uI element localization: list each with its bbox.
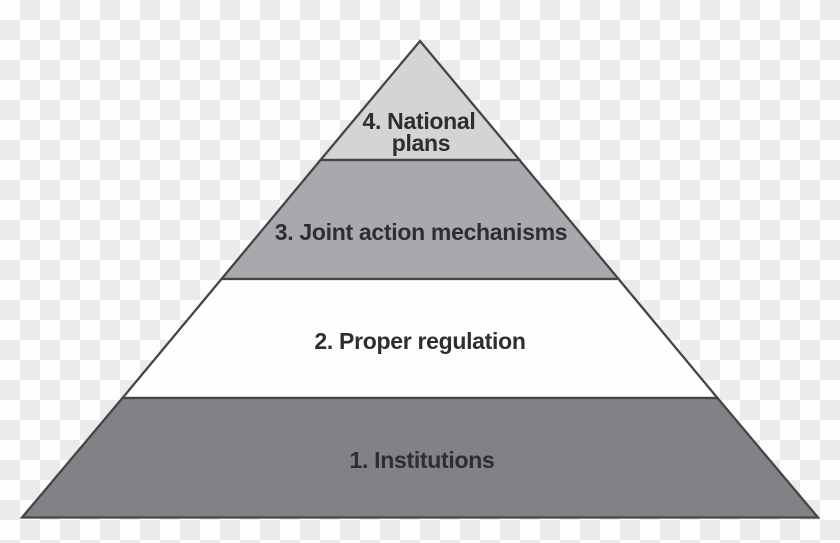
level-1-label: 1. Institutions bbox=[349, 447, 494, 473]
level-2-label: 2. Proper regulation bbox=[314, 328, 525, 354]
pyramid-level-1-institutions bbox=[19, 396, 821, 519]
level-4-label-line-1: 4. National bbox=[362, 108, 475, 134]
level-3-label: 3. Joint action mechanisms bbox=[275, 219, 568, 245]
level-4-label-line-2: plans bbox=[392, 130, 451, 156]
